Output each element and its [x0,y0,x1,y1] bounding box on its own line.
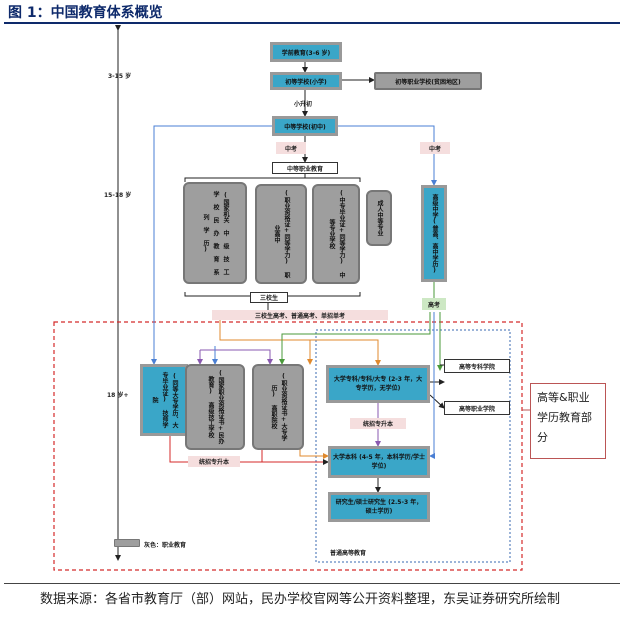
node-kindergarten: 学前教育(3-6 岁) [270,42,342,62]
diagram-connectors [53,25,530,571]
label-three-school-exams: 三校生高考、普通高考、单招单考 [212,310,388,320]
label-zhongkao-right: 中考 [420,142,450,154]
node-junior-college: 大学专科/专科/大专 (2-3 年，大专学历，无学位) [326,365,430,403]
node-secondary-specialized: (中专毕业证+同等学力) 中等专业学校 [312,184,360,284]
node-technician-college: (同等大专学历、大专毕业证) 技师学院 [140,364,188,436]
node-vocational-college: (职业资格证书+大专学历) 高职院校 [252,364,304,450]
footer-divider [4,583,620,584]
label-upgrade-right: 统招专升本 [350,418,406,429]
label-zhongkao-left: 中考 [276,142,306,154]
label-junior-entrance: 小升初 [294,101,313,108]
age-label-18-plus: 18 岁+ [107,392,129,399]
node-secondary-vocational: 中等职业教育 [272,162,338,174]
node-graduate: 研究生/硕士研究生 (2.5-3 年，硕士学历) [328,492,430,522]
node-junior-school: 中等学校(初中) [272,116,338,136]
age-label-15-18: 15-18 岁 [104,192,132,199]
label-gaokao: 高考 [422,298,446,310]
node-adult-secondary: 成人中等专业 [366,190,392,246]
title-divider [4,22,620,24]
node-three-school-students: 三校生 [250,292,288,303]
legend-gray-swatch [114,539,140,547]
label-general-higher-education: 普通高等教育 [330,550,367,557]
node-higher-specialized: 高等专科学院 [444,359,510,373]
age-label-3-15: 3-15 岁 [108,73,132,80]
node-primary-vocational: 初等职业学校(贫困地区) [374,72,482,90]
node-higher-vocational: 高等职业学院 [444,401,510,415]
node-vocational-high: (职业资格证+同等学力) 职业高中 [255,184,307,284]
callout-higher-vocational: 高等&职业学历教育部分 [530,383,606,459]
legend-text: 灰色：职业教育 [144,542,187,549]
label-upgrade-left: 统招专升本 [188,456,240,467]
node-primary-school: 初等学校(小学) [270,72,342,90]
higher-education-region [53,321,523,571]
node-high-school: 高级中学(普高、高中学历) [421,185,447,282]
general-higher-region [315,329,511,563]
source-note: 数据来源：各省市教育厅（部）网站，民办学校官网等公开资料整理，东吴证券研究所绘制 [40,592,561,607]
node-technical-school: (国家机关 中 级 技 工 学 校 民 办 教 育 系 列 学 历) [183,182,247,284]
node-senior-technical-school: (国家职业资格证书+民办教育) 高级技工学校 [185,364,245,450]
figure-title: 图 1：中国教育体系概览 [8,5,163,21]
node-university: 大学本科 (4-5 年，本科学历/学士学位) [328,446,430,478]
